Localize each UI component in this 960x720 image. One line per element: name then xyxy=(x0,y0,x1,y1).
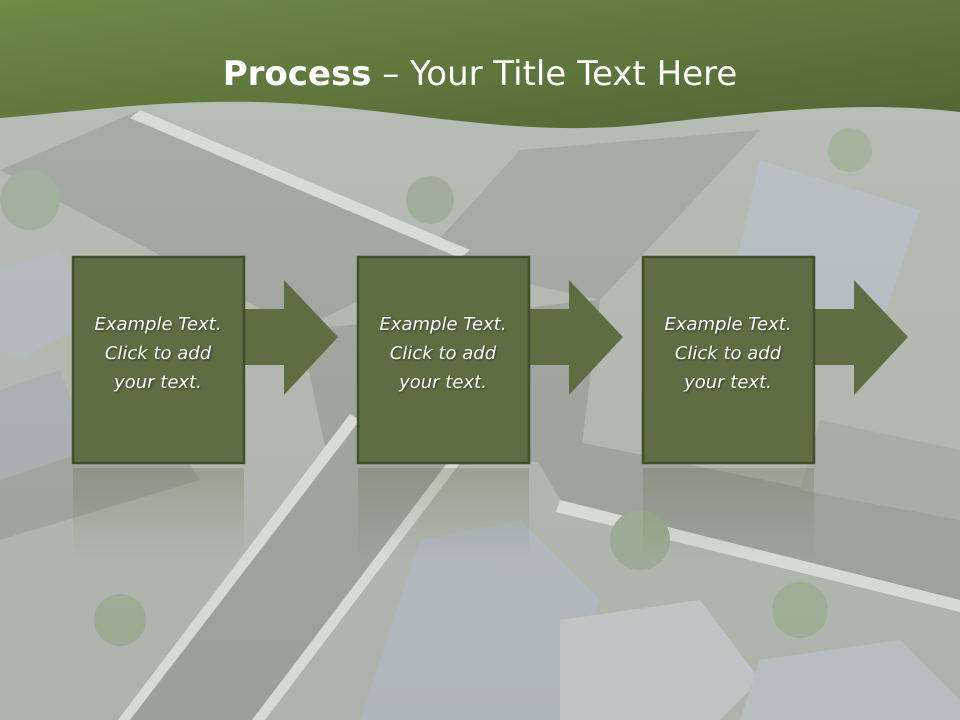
title-rest: – Your Title Text Here xyxy=(371,54,738,94)
title-bold: Process xyxy=(222,54,372,94)
process-step-3[interactable]: Example Text. Click to add your text. xyxy=(641,255,908,465)
step-2-text: Example Text. Click to add your text. xyxy=(379,314,507,393)
step-2-shape xyxy=(356,255,623,465)
step-1-reflection xyxy=(73,468,244,558)
step-1-text: Example Text. Click to add your text. xyxy=(94,314,222,393)
process-step-1[interactable]: Example Text. Click to add your text. xyxy=(71,255,338,465)
slide-title[interactable]: Process – Your Title Text Here xyxy=(0,52,960,96)
step-3-text: Example Text. Click to add your text. xyxy=(664,314,792,393)
step-3-shape xyxy=(641,255,908,465)
process-step-2[interactable]: Example Text. Click to add your text. xyxy=(356,255,623,465)
step-3-reflection xyxy=(643,468,814,558)
header-banner xyxy=(0,0,960,129)
step-1-shape xyxy=(71,255,338,465)
step-2-reflection xyxy=(358,468,529,558)
